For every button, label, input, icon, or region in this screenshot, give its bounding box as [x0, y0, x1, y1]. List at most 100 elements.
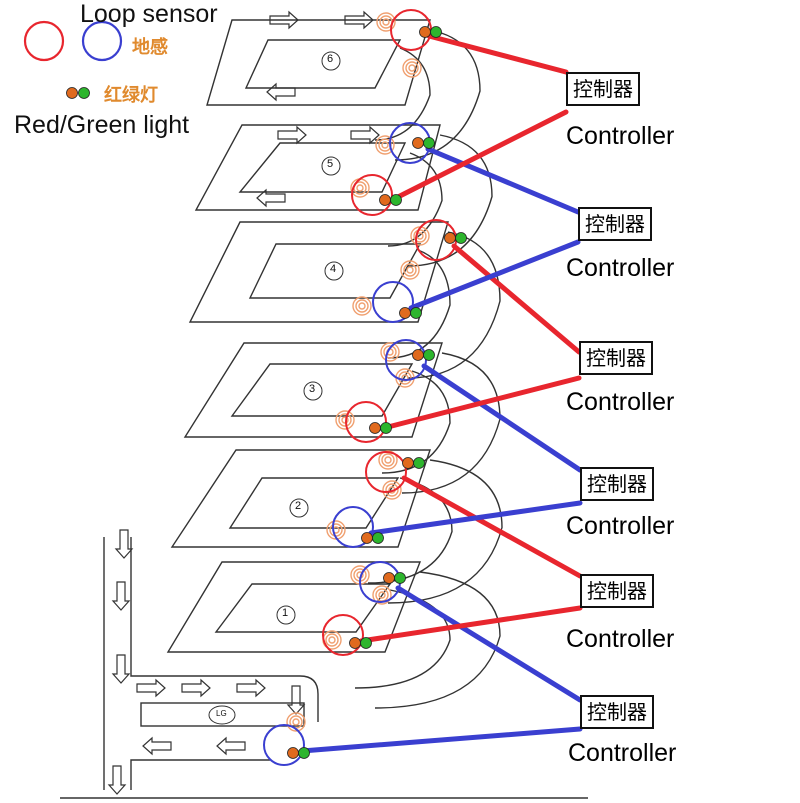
sensor-ring-9-0	[335, 410, 355, 430]
legend-green-light	[78, 87, 90, 99]
sensor-ring-0-0	[376, 12, 396, 32]
deck-outline-6	[206, 19, 431, 106]
arrow-17	[142, 736, 172, 756]
deck-outline-1	[166, 561, 422, 653]
arrow-2	[266, 82, 296, 102]
controller-box-4: 控制器	[579, 341, 653, 375]
sensor-ring-2-2	[381, 141, 389, 149]
arrow-11	[111, 581, 131, 611]
ramp-curve-inner-6	[374, 47, 431, 141]
arrow-0	[269, 10, 299, 30]
sensor-ring-14-0	[372, 585, 392, 605]
green-light-10	[360, 637, 372, 649]
deck-inner-2	[228, 477, 400, 529]
sensor-ring-10-0	[378, 450, 398, 470]
deck-inner-5	[238, 142, 407, 193]
controller-wire-10	[358, 605, 583, 644]
controller-wire-0	[426, 33, 569, 75]
controller-box-5: 控制器	[578, 207, 652, 241]
legend-blue-ring	[81, 20, 123, 62]
sensor-ring-5-0	[400, 260, 420, 280]
level-circle-2	[289, 498, 309, 518]
green-light-8	[372, 532, 384, 544]
sensor-ring-11-1	[385, 483, 399, 497]
level-circle-6	[321, 51, 341, 71]
legend-light-cn-label: 红绿灯	[104, 85, 158, 105]
red-light-1	[412, 137, 424, 149]
deck-outline-5	[194, 124, 441, 211]
level-label-6: 6	[327, 53, 334, 65]
sensor-ring-8-2	[401, 374, 409, 382]
sensor-ring-1-0	[402, 58, 422, 78]
controller-wire-4	[408, 239, 581, 311]
controller-label-3: Controller	[566, 512, 675, 540]
arrow-5	[256, 188, 286, 208]
deck-inner-6	[244, 39, 402, 89]
deck-inner-1	[214, 583, 392, 633]
controller-box-3: 控制器	[580, 467, 654, 501]
loop-sensor-10	[322, 614, 364, 656]
ground-road-inner	[130, 537, 319, 722]
legend-light-label: Red/Green light	[14, 111, 190, 139]
red-light-0	[419, 26, 431, 38]
red-light-3	[444, 232, 456, 244]
sensor-ring-7-1	[383, 345, 397, 359]
sensor-ring-4-1	[413, 229, 427, 243]
controller-wire-6	[381, 375, 582, 431]
loop-sensor-8	[332, 506, 374, 548]
controller-label-6: Controller	[566, 122, 675, 150]
deck-outline-2	[170, 449, 431, 548]
sensor-ring-6-1	[355, 299, 369, 313]
arrow-16	[286, 685, 306, 715]
loop-sensor-6	[345, 401, 387, 443]
loop-sensor-4	[372, 281, 414, 323]
controller-box-6: 控制器	[566, 72, 640, 106]
controller-wires	[299, 33, 583, 754]
ground-level-circle	[208, 705, 236, 725]
sensor-ring-10-2	[384, 456, 392, 464]
deck-outline-3	[183, 342, 443, 438]
sensor-ring-7-0	[380, 342, 400, 362]
red-light-4	[399, 307, 411, 319]
level-circle-1	[276, 605, 296, 625]
green-light-2	[390, 194, 402, 206]
controller-wire-1	[425, 146, 581, 215]
level-circle-4	[324, 261, 344, 281]
green-light-7	[413, 457, 425, 469]
sensor-ring-1-1	[405, 61, 419, 75]
controller-wire-5	[421, 363, 583, 473]
red-light-8	[361, 532, 373, 544]
sensor-ring-12-1	[329, 523, 343, 537]
controller-wire-3	[451, 243, 582, 355]
legend-red-ring	[23, 20, 65, 62]
sensor-ring-5-2	[406, 266, 414, 274]
green-light-11	[298, 747, 310, 759]
sensor-ring-16-2	[292, 718, 300, 726]
sensor-ring-5-1	[403, 263, 417, 277]
arrow-15	[236, 678, 266, 698]
red-light-9	[383, 572, 395, 584]
level-circle-3	[303, 381, 323, 401]
green-light-3	[455, 232, 467, 244]
sensor-ring-15-1	[325, 633, 339, 647]
sensor-ring-9-1	[338, 413, 352, 427]
sensor-ring-0-1	[379, 15, 393, 29]
red-light-5	[412, 349, 424, 361]
red-light-7	[402, 457, 414, 469]
sensor-ring-14-2	[378, 591, 386, 599]
controller-wire-9	[395, 585, 583, 703]
green-light-5	[423, 349, 435, 361]
arrow-4	[350, 125, 380, 145]
green-light-1	[423, 137, 435, 149]
ramp-curve-outer-4	[407, 231, 501, 379]
traffic-lights	[287, 26, 467, 759]
red-light-10	[349, 637, 361, 649]
ramp-curve-outer-1	[374, 571, 501, 709]
deck-inner-3	[230, 363, 414, 417]
legend-red-light	[66, 87, 78, 99]
loop-sensor-11	[263, 724, 305, 766]
red-light-6	[369, 422, 381, 434]
arrow-12	[111, 654, 131, 684]
controller-box-1: 控制器	[580, 695, 654, 729]
